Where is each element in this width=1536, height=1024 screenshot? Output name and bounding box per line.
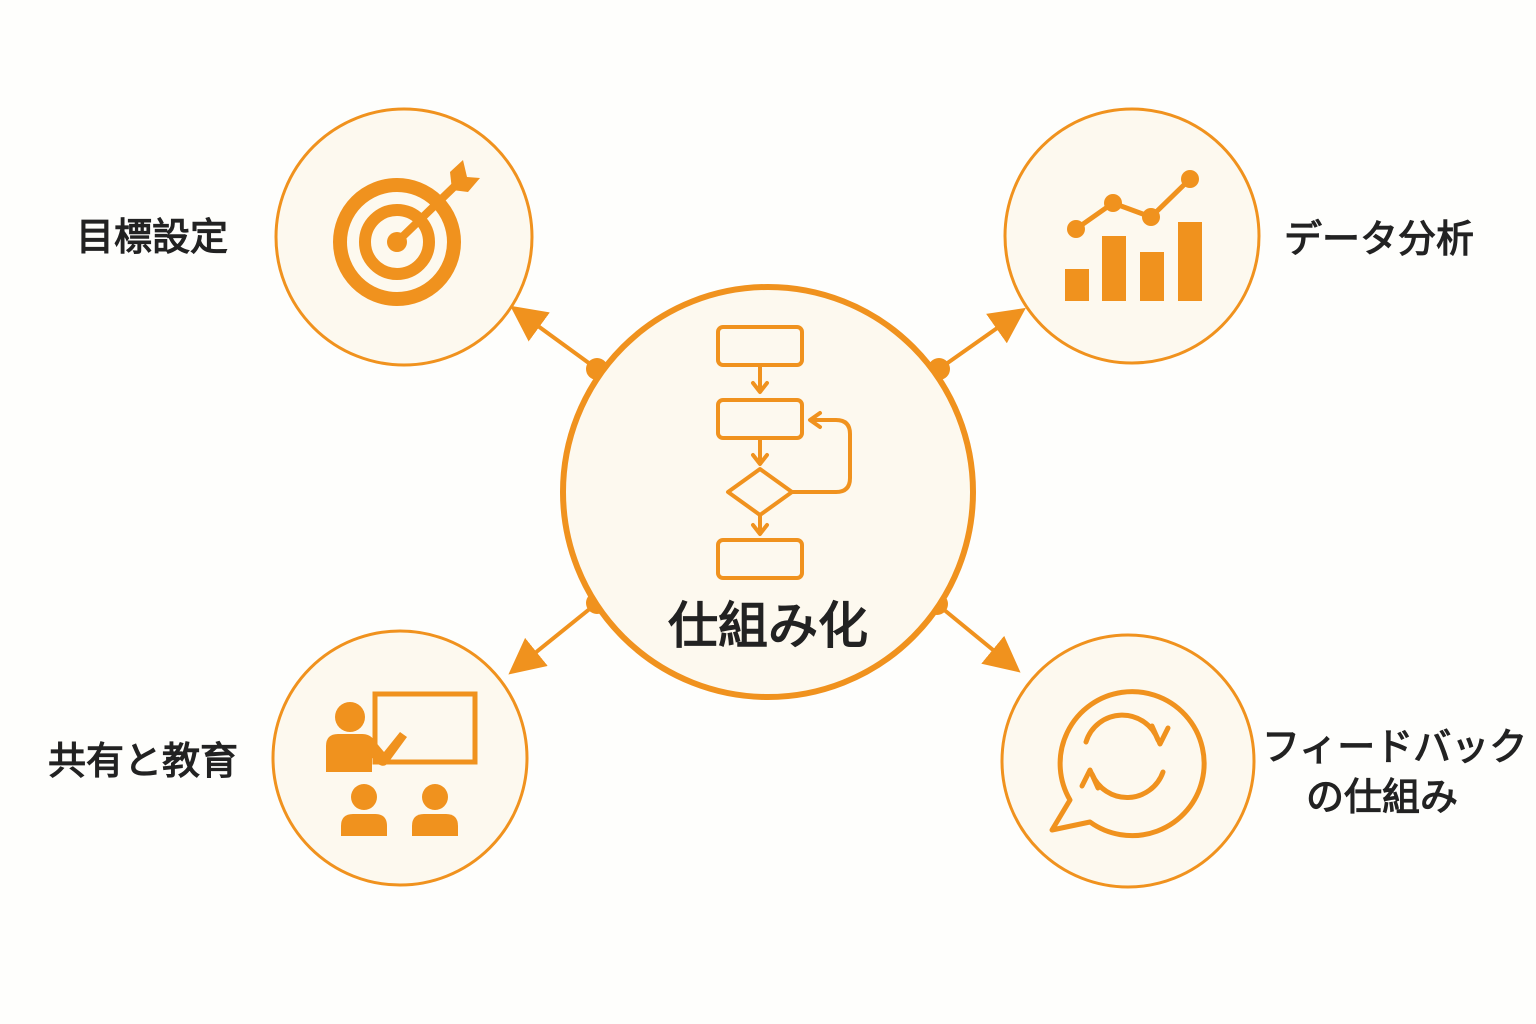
node-circle-sharing-education bbox=[271, 629, 529, 887]
chart-icon bbox=[1065, 170, 1202, 301]
target-icon bbox=[333, 160, 480, 306]
node-circle-data-analysis bbox=[1003, 107, 1261, 365]
label-data-analysis: データ分析 bbox=[1284, 217, 1475, 261]
flowchart-icon bbox=[716, 325, 852, 580]
center-circle bbox=[560, 284, 976, 700]
center-label: 仕組み化 bbox=[668, 597, 868, 655]
label-feedback-line1: フィードバック bbox=[1262, 725, 1528, 769]
refresh-chat-icon bbox=[1049, 689, 1207, 839]
label-goal-setting: 目標設定 bbox=[76, 215, 229, 259]
label-feedback-line2: の仕組み bbox=[1305, 775, 1458, 819]
node-circle-feedback bbox=[1000, 633, 1256, 889]
teaching-icon bbox=[326, 691, 478, 836]
label-sharing-education: 共有と教育 bbox=[48, 739, 239, 783]
connector-top-right bbox=[928, 307, 1026, 380]
connector-top-left bbox=[510, 305, 608, 380]
label-feedback: フィードバック の仕組み bbox=[1262, 722, 1528, 822]
